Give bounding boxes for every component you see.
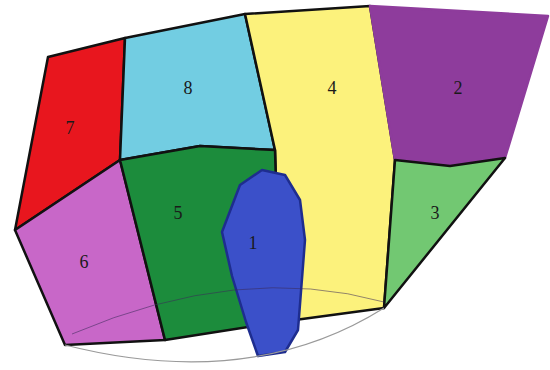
region-outline [222,170,305,356]
region-outline [384,158,505,308]
region-shape [222,170,305,356]
region-number: 5 [174,204,183,222]
region-number: 3 [431,204,440,222]
region-number: 8 [184,79,193,97]
region-number: 2 [454,79,463,97]
region-shape [384,158,505,308]
region-number: 6 [80,253,89,271]
map-region: 1 [222,170,305,356]
region-outline [370,6,548,166]
lower-rim [65,308,384,362]
map-region: 2 [370,6,548,166]
region-number: 7 [66,119,75,137]
region-number: 1 [249,234,258,252]
region-number: 4 [328,79,337,97]
inner-arc [72,288,384,334]
map-region: 3 [384,158,505,308]
